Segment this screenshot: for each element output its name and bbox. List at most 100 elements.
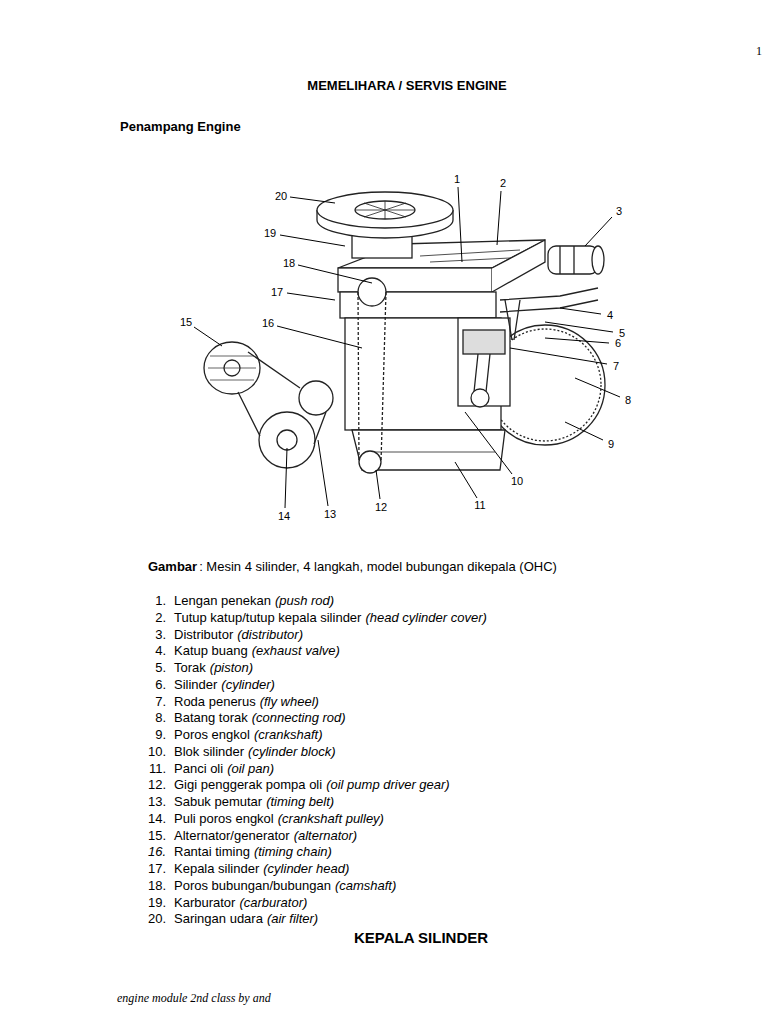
- list-number: 7.: [155, 694, 166, 709]
- part-name-english: (cylinder block): [248, 744, 335, 759]
- piston: [463, 330, 505, 354]
- list-number: 18.: [148, 878, 166, 893]
- callout-number: 19: [264, 227, 276, 239]
- distributor-ribs: [560, 246, 574, 274]
- air-filter-hub: [355, 201, 415, 219]
- part-name: Panci oli: [174, 761, 223, 776]
- part-name-english: (alternator): [294, 828, 358, 843]
- part-name-english: (exhaust valve): [252, 643, 340, 658]
- list-number: 10.: [148, 744, 166, 759]
- cylinder: [458, 318, 510, 406]
- leader-line: [575, 378, 620, 397]
- air-filter: [317, 192, 453, 228]
- leader-line: [287, 293, 335, 300]
- part-name: Batang torak: [174, 710, 248, 725]
- page-footer: engine module 2nd class by and: [117, 991, 271, 1006]
- leader-line: [277, 326, 362, 348]
- part-name: Kepala silinder: [174, 861, 259, 876]
- list-number: 2.: [155, 610, 166, 625]
- callout-number: 2: [500, 177, 506, 189]
- part-name: Distributor: [174, 627, 233, 642]
- part-name-english: (head cylinder cover): [365, 610, 486, 625]
- callout-number: 13: [324, 508, 336, 520]
- callout-number: 17: [271, 286, 283, 298]
- callout-number: 12: [375, 501, 387, 513]
- part-name-english: (carburator): [239, 895, 307, 910]
- part-name: Alternator/generator: [174, 828, 290, 843]
- leader-line: [565, 422, 603, 440]
- part-name-english: (push rod): [275, 593, 334, 608]
- leader-line: [585, 217, 612, 246]
- part-name: Poros bubungan/bubungan: [174, 878, 331, 893]
- list-number: 1.: [155, 593, 166, 608]
- list-number: 12.: [148, 777, 166, 792]
- part-name-english: (timing chain): [254, 844, 332, 859]
- list-number: 5.: [155, 660, 166, 675]
- callout-number: 6: [615, 337, 621, 349]
- callout-number: 14: [278, 510, 290, 522]
- part-name: Poros engkol: [174, 727, 250, 742]
- list-number: 14.: [148, 811, 166, 826]
- part-name: Sabuk pemutar: [174, 794, 262, 809]
- water-pump-pulley: [299, 381, 333, 415]
- callout-number: 8: [625, 394, 631, 406]
- part-name: Torak: [174, 660, 206, 675]
- part-name-english: (piston): [210, 660, 253, 675]
- part-name-english: (fly wheel): [260, 694, 319, 709]
- part-name: Roda penerus: [174, 694, 256, 709]
- connecting-rod: [474, 354, 490, 392]
- leader-line: [376, 470, 380, 499]
- leader-line: [194, 327, 222, 346]
- part-name: Gigi penggerak pompa oli: [174, 777, 322, 792]
- engine-drawing: [204, 192, 605, 473]
- part-name: Tutup katup/tutup kepala silinder: [174, 610, 361, 625]
- part-name: Rantai timing: [174, 844, 250, 859]
- list-number: 20.: [148, 911, 166, 926]
- page-number: 1: [756, 44, 762, 59]
- part-name: Katup buang: [174, 643, 248, 658]
- drive-belt: [238, 352, 326, 444]
- list-number: 4.: [155, 643, 166, 658]
- list-number: 9.: [155, 727, 166, 742]
- leader-line: [465, 412, 512, 474]
- part-name: Blok silinder: [174, 744, 244, 759]
- leader-line: [298, 265, 372, 283]
- list-number: 11.: [149, 761, 166, 776]
- leader-line: [290, 197, 335, 203]
- head-cover-side: [492, 240, 545, 292]
- list-number: 3.: [155, 627, 166, 642]
- leader-line: [280, 235, 345, 246]
- list-number: 6.: [155, 677, 166, 692]
- pulley-hub: [277, 430, 297, 450]
- air-filter-spokes: [355, 201, 415, 219]
- distributor-cap: [592, 246, 604, 274]
- part-name: Silinder: [174, 677, 217, 692]
- list-number: 16.: [148, 844, 166, 859]
- figure-caption: : Mesin 4 silinder, 4 langkah, model bub…: [199, 559, 557, 574]
- part-name-english: (oil pump driver gear): [326, 777, 450, 792]
- list-number: 13.: [148, 794, 166, 809]
- crank-sprocket: [359, 451, 381, 473]
- leader-line: [497, 191, 501, 245]
- caption-lead: Gambar: [148, 559, 197, 574]
- cam-sprocket: [358, 278, 386, 306]
- leader-line: [545, 322, 613, 332]
- callout-number: 9: [608, 438, 614, 450]
- part-name: Lengan penekan: [174, 593, 271, 608]
- part-name-english: (crankshaft): [254, 727, 323, 742]
- callout-number: 1: [454, 173, 460, 185]
- list-number: 15.: [148, 828, 166, 843]
- alternator-fins: [208, 356, 256, 380]
- callout-number: 20: [275, 190, 287, 202]
- part-name: Karburator: [174, 895, 235, 910]
- oil-pan-line: [370, 452, 495, 453]
- part-name-english: (air filter): [267, 911, 318, 926]
- part-name-english: (cylinder): [221, 677, 274, 692]
- part-name-english: (distributor): [237, 627, 303, 642]
- callout-number: 18: [283, 257, 295, 269]
- list-number: 17.: [148, 861, 166, 876]
- list-number: 19.: [148, 895, 166, 910]
- part-name: Puli poros engkol: [174, 811, 274, 826]
- leader-line: [285, 448, 287, 508]
- callout-number: 3: [616, 205, 622, 217]
